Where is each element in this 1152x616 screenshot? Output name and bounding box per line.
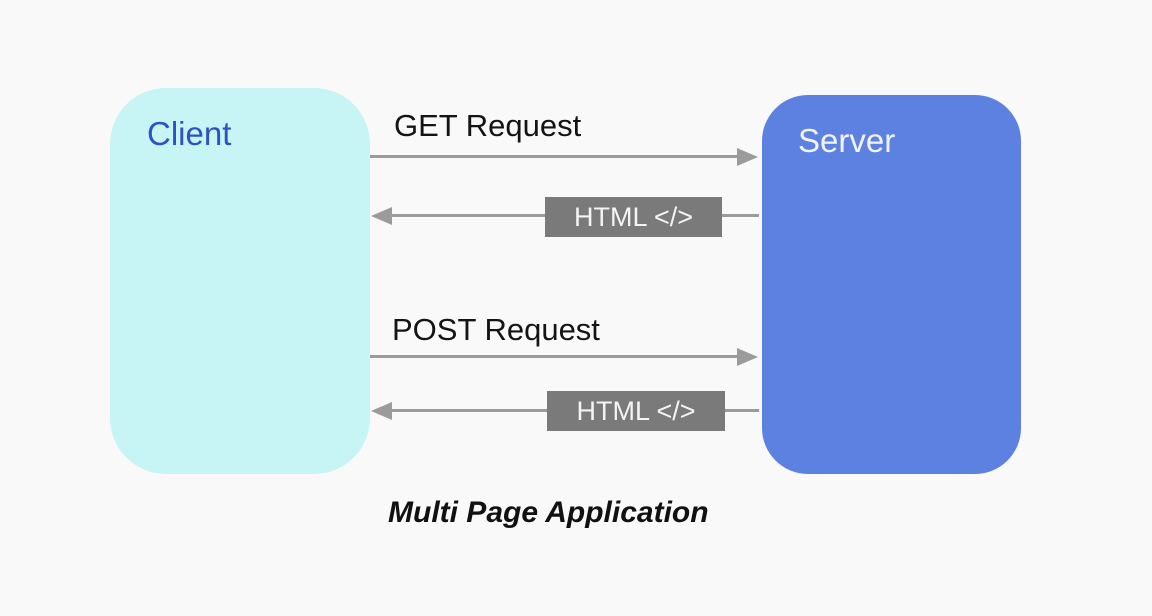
post-request-label: POST Request bbox=[392, 312, 600, 347]
get-request-label: GET Request bbox=[394, 108, 582, 143]
diagram-title: Multi Page Application bbox=[388, 496, 709, 529]
html-response-1-label: HTML </> bbox=[573, 201, 694, 232]
client-label: Client bbox=[147, 115, 232, 152]
html-response-2-label: HTML </> bbox=[576, 395, 696, 426]
post-request-arrow-line bbox=[370, 355, 739, 358]
html-response-1-badge: HTML </> bbox=[545, 197, 722, 237]
get-request-arrow-line bbox=[370, 155, 739, 158]
html-response-2-badge: HTML </> bbox=[547, 391, 725, 431]
server-box: Server bbox=[762, 95, 1021, 474]
server-label: Server bbox=[798, 122, 896, 159]
post-request-arrowhead-icon bbox=[737, 348, 758, 366]
html-response-1-arrowhead-icon bbox=[371, 207, 392, 225]
html-response-2-arrowhead-icon bbox=[371, 402, 392, 420]
get-request-arrowhead-icon bbox=[737, 148, 758, 166]
client-box: Client bbox=[110, 88, 370, 474]
